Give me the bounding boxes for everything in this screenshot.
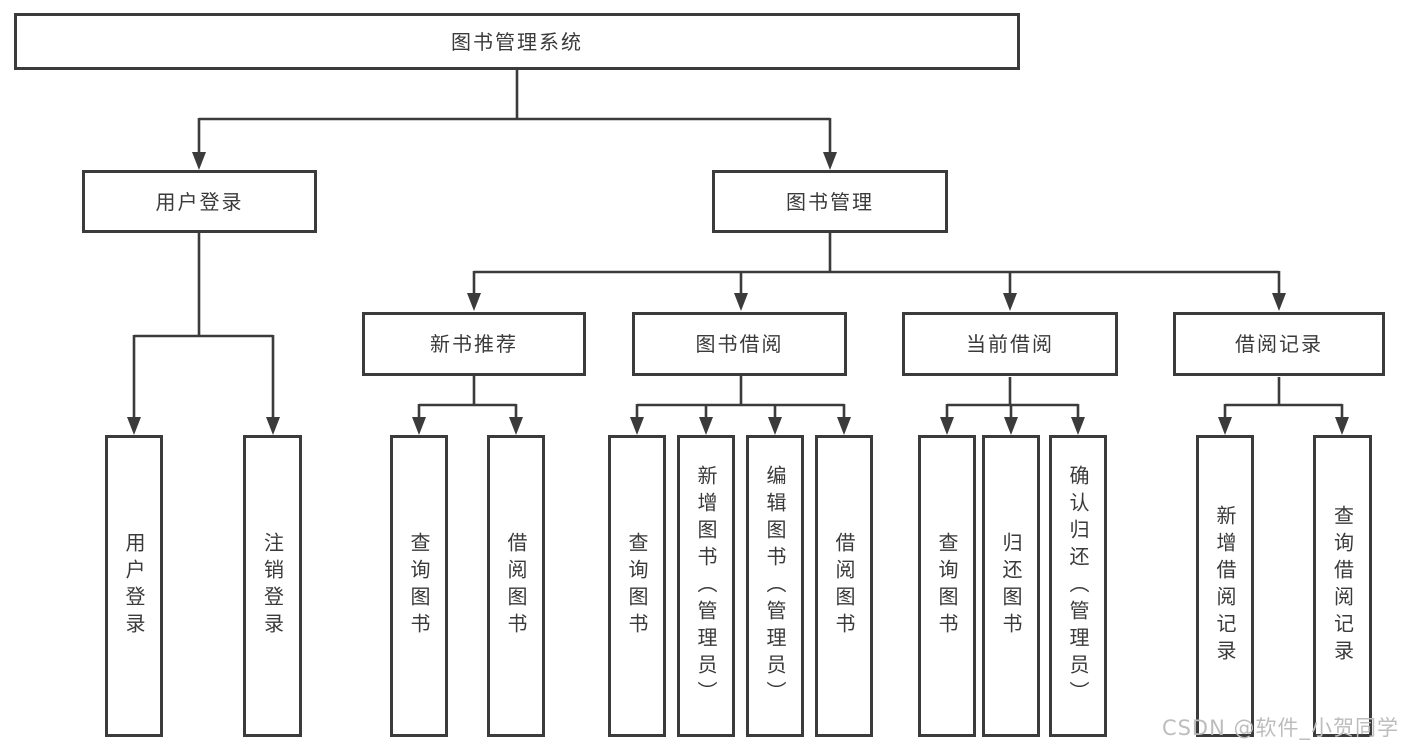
arrowhead bbox=[768, 417, 782, 435]
node-book-borrow-label: 图书借阅 bbox=[695, 332, 784, 356]
node-book-management: 图书管理 bbox=[712, 170, 948, 233]
leaf-borrow-add-admin: 新增图书（管理员） bbox=[677, 435, 735, 737]
arrowhead bbox=[1071, 417, 1085, 435]
node-current-borrow: 当前借阅 bbox=[902, 312, 1118, 376]
leaf-user-login: 用户登录 bbox=[105, 435, 163, 737]
leaf-borrow-add-admin-label: 新增图书（管理员） bbox=[694, 464, 718, 708]
leaf-record-add-label: 新增借阅记录 bbox=[1213, 505, 1237, 667]
node-borrow-record-label: 借阅记录 bbox=[1235, 332, 1323, 356]
leaf-borrow-book-label: 借阅图书 bbox=[832, 532, 856, 640]
node-borrow-record: 借阅记录 bbox=[1173, 312, 1385, 376]
arrowhead bbox=[823, 152, 837, 170]
leaf-newbook-query-label: 查询图书 bbox=[407, 532, 431, 640]
node-current-borrow-label: 当前借阅 bbox=[966, 332, 1054, 356]
leaf-record-add: 新增借阅记录 bbox=[1196, 435, 1254, 737]
leaf-current-query-label: 查询图书 bbox=[935, 532, 959, 640]
leaf-borrow-query-label: 查询图书 bbox=[625, 532, 649, 640]
leaf-borrow-book: 借阅图书 bbox=[815, 435, 873, 737]
node-book-management-label: 图书管理 bbox=[786, 189, 874, 214]
node-user-login-label: 用户登录 bbox=[155, 189, 244, 214]
leaf-record-query-label: 查询借阅记录 bbox=[1330, 505, 1355, 667]
leaf-borrow-query: 查询图书 bbox=[608, 435, 666, 737]
leaf-current-confirm-admin: 确认归还（管理员） bbox=[1049, 435, 1107, 737]
arrowhead bbox=[630, 417, 644, 435]
leaf-current-return: 归还图书 bbox=[982, 435, 1040, 737]
leaf-user-login-label: 用户登录 bbox=[122, 532, 146, 640]
arrowhead bbox=[1335, 417, 1349, 435]
leaf-record-query: 查询借阅记录 bbox=[1313, 435, 1372, 737]
arrowhead bbox=[940, 417, 954, 435]
arrowhead bbox=[412, 417, 426, 435]
arrowhead bbox=[1218, 417, 1232, 435]
leaf-borrow-edit-admin-label: 编辑图书（管理员） bbox=[763, 464, 787, 708]
arrowhead bbox=[127, 417, 141, 435]
arrowhead bbox=[266, 417, 280, 435]
node-user-login: 用户登录 bbox=[82, 170, 317, 233]
leaf-newbook-query: 查询图书 bbox=[390, 435, 448, 737]
leaf-current-query: 查询图书 bbox=[918, 435, 976, 737]
arrowhead bbox=[1003, 293, 1017, 311]
node-new-book-recommend-label: 新书推荐 bbox=[430, 332, 518, 356]
node-root-label: 图书管理系统 bbox=[451, 29, 583, 54]
arrowhead bbox=[699, 417, 713, 435]
arrowhead bbox=[192, 152, 206, 170]
arrowhead bbox=[1004, 417, 1018, 435]
node-root: 图书管理系统 bbox=[14, 13, 1020, 70]
node-new-book-recommend: 新书推荐 bbox=[362, 312, 586, 376]
leaf-current-return-label: 归还图书 bbox=[999, 532, 1023, 640]
leaf-newbook-borrow-label: 借阅图书 bbox=[504, 532, 528, 640]
leaf-newbook-borrow: 借阅图书 bbox=[487, 435, 545, 737]
arrowhead bbox=[1272, 293, 1286, 311]
leaf-borrow-edit-admin: 编辑图书（管理员） bbox=[746, 435, 804, 737]
leaf-logout-label: 注销登录 bbox=[260, 532, 285, 640]
csdn-watermark: CSDN @软件_小贺同学 bbox=[1161, 716, 1399, 740]
arrowhead bbox=[509, 417, 523, 435]
leaf-logout: 注销登录 bbox=[243, 435, 302, 737]
arrowhead bbox=[734, 293, 748, 311]
arrowhead bbox=[837, 417, 851, 435]
leaf-current-confirm-admin-label: 确认归还（管理员） bbox=[1066, 464, 1090, 708]
node-book-borrow: 图书借阅 bbox=[632, 312, 847, 376]
arrowhead bbox=[467, 293, 481, 311]
